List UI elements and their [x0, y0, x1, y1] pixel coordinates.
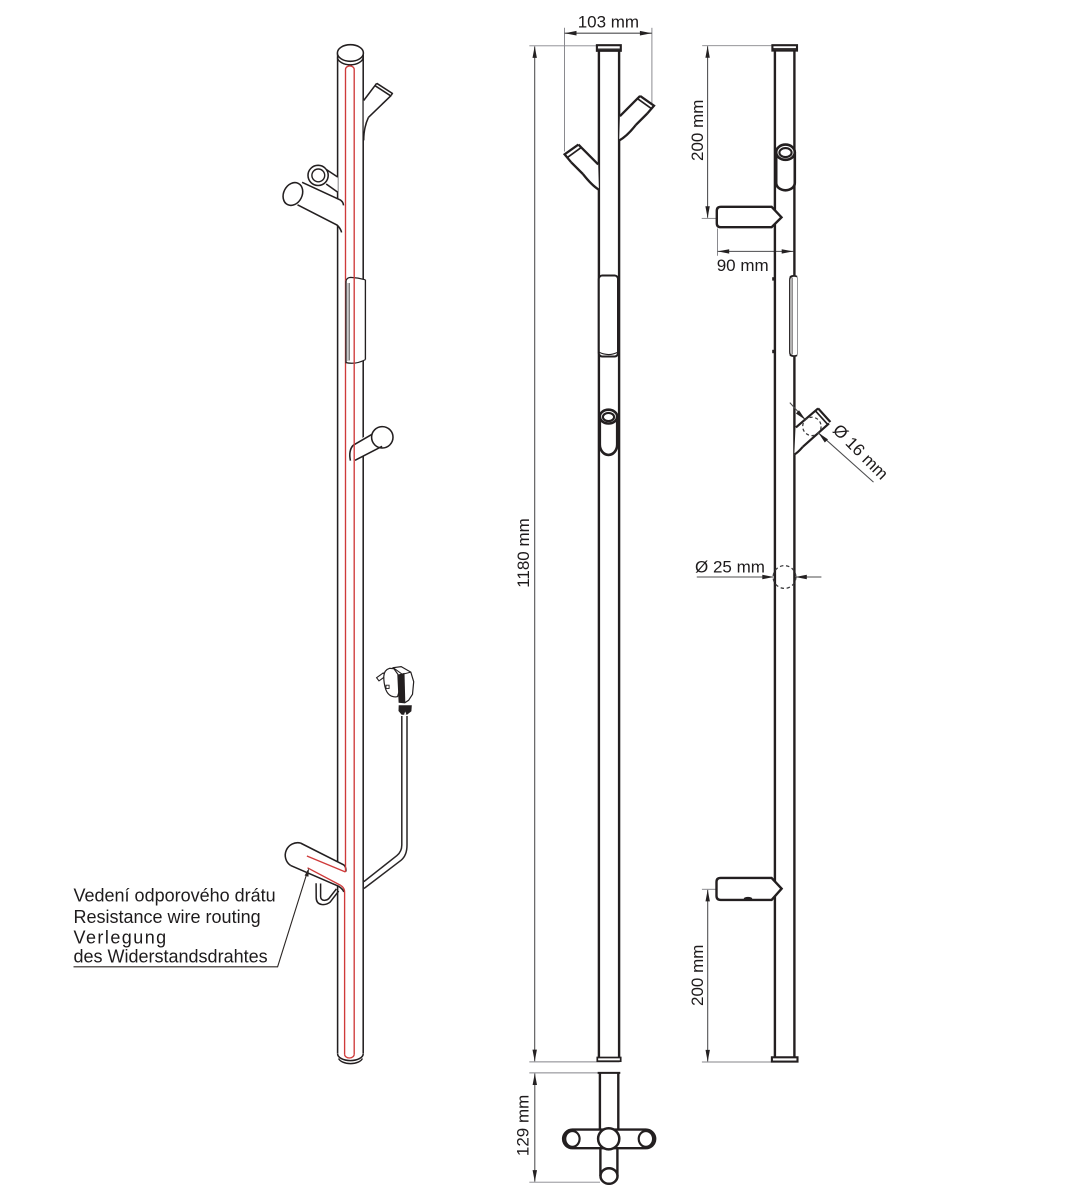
svg-text:103 mm: 103 mm [578, 13, 639, 32]
svg-text:Vedení odporového drátu: Vedení odporového drátu [74, 886, 276, 906]
svg-text:Ø 25 mm: Ø 25 mm [695, 557, 765, 576]
svg-text:129 mm: 129 mm [514, 1095, 533, 1156]
svg-text:des Widerstandsdrahtes: des Widerstandsdrahtes [74, 946, 268, 966]
svg-text:Ø 16 mm: Ø 16 mm [829, 421, 892, 484]
svg-text:Verlegung: Verlegung [74, 927, 168, 947]
svg-text:1180 mm: 1180 mm [514, 518, 533, 588]
svg-text:200 mm: 200 mm [688, 945, 707, 1006]
svg-text:Resistance wire routing: Resistance wire routing [74, 907, 261, 927]
svg-text:200 mm: 200 mm [688, 100, 707, 161]
svg-text:90 mm: 90 mm [717, 256, 769, 275]
